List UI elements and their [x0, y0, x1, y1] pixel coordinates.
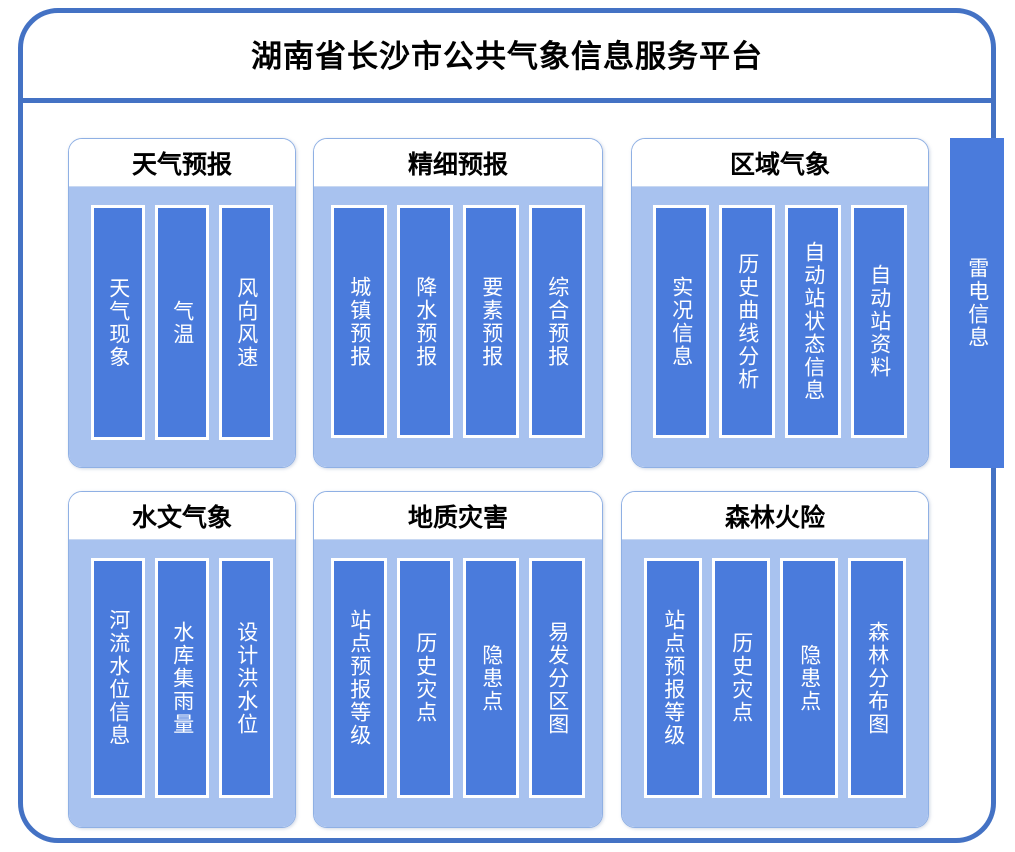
module-body-regional-meteorology: 实况信息 历史曲线分析 自动站状态信息 自动站资料	[632, 187, 928, 467]
module-item-comprehensive-forecast[interactable]: 综合预报	[529, 205, 585, 438]
module-item-auto-station-status[interactable]: 自动站状态信息	[785, 205, 841, 438]
module-body-fine-forecast: 城镇预报 降水预报 要素预报 综合预报	[314, 187, 602, 467]
page-title: 湖南省长沙市公共气象信息服务平台	[251, 38, 763, 74]
module-header-weather-forecast: 天气预报	[69, 139, 295, 187]
module-body-forest-fire-risk: 站点预报等级 历史灾点 隐患点 森林分布图	[622, 540, 928, 827]
module-item-forest-distribution-map[interactable]: 森林分布图	[848, 558, 906, 798]
module-title: 区域气象	[729, 150, 830, 179]
module-item-list: 站点预报等级 历史灾点 隐患点 森林分布图	[644, 540, 906, 798]
application-frame: 湖南省长沙市公共气象信息服务平台 天气预报 天气现象 气温 风向风速 精细预报	[18, 8, 1004, 843]
module-header-regional-meteorology: 区域气象	[632, 139, 928, 187]
module-item-river-water-level[interactable]: 河流水位信息	[91, 558, 145, 798]
module-body-weather-forecast: 天气现象 气温 风向风速	[69, 187, 295, 467]
platform-header: 湖南省长沙市公共气象信息服务平台	[18, 8, 996, 103]
module-title: 地质灾害	[407, 503, 508, 532]
module-item-list: 城镇预报 降水预报 要素预报 综合预报	[331, 187, 585, 438]
module-title: 水文气象	[131, 503, 232, 532]
module-item-reservoir-rainfall[interactable]: 水库集雨量	[155, 558, 209, 798]
module-item-town-forecast[interactable]: 城镇预报	[331, 205, 387, 438]
module-item-list: 实况信息 历史曲线分析 自动站状态信息 自动站资料	[653, 187, 907, 438]
module-panel-geological-disaster[interactable]: 地质灾害 站点预报等级 历史灾点 隐患点 易发分区图	[313, 491, 603, 828]
module-header-forest-fire-risk: 森林火险	[622, 492, 928, 540]
module-item-auto-station-data[interactable]: 自动站资料	[851, 205, 907, 438]
module-header-fine-forecast: 精细预报	[314, 139, 602, 187]
module-item-temperature[interactable]: 气温	[155, 205, 209, 440]
module-item-element-forecast[interactable]: 要素预报	[463, 205, 519, 438]
module-body-geological-disaster: 站点预报等级 历史灾点 隐患点 易发分区图	[314, 540, 602, 827]
module-header-geological-disaster: 地质灾害	[314, 492, 602, 540]
module-panel-weather-forecast[interactable]: 天气预报 天气现象 气温 风向风速	[68, 138, 296, 468]
module-item-historical-curve-analysis[interactable]: 历史曲线分析	[719, 205, 775, 438]
module-item-list: 河流水位信息 水库集雨量 设计洪水位	[91, 540, 273, 798]
module-item-precipitation-forecast[interactable]: 降水预报	[397, 205, 453, 438]
module-item-historical-disaster-points[interactable]: 历史灾点	[712, 558, 770, 798]
module-item-hazard-points[interactable]: 隐患点	[463, 558, 519, 798]
module-title: 精细预报	[407, 150, 508, 179]
module-item-list: 站点预报等级 历史灾点 隐患点 易发分区图	[331, 540, 585, 798]
module-item-weather-phenomenon[interactable]: 天气现象	[91, 205, 145, 440]
module-item-station-forecast-level[interactable]: 站点预报等级	[644, 558, 702, 798]
module-item-susceptibility-zoning-map[interactable]: 易发分区图	[529, 558, 585, 798]
module-item-station-forecast-level[interactable]: 站点预报等级	[331, 558, 387, 798]
module-panel-fine-forecast[interactable]: 精细预报 城镇预报 降水预报 要素预报 综合预报	[313, 138, 603, 468]
module-item-live-information[interactable]: 实况信息	[653, 205, 709, 438]
module-item-hazard-points[interactable]: 隐患点	[780, 558, 838, 798]
module-header-hydrological-meteorology: 水文气象	[69, 492, 295, 540]
module-panel-regional-meteorology[interactable]: 区域气象 实况信息 历史曲线分析 自动站状态信息 自动站资料	[631, 138, 929, 468]
module-item-historical-disaster-points[interactable]: 历史灾点	[397, 558, 453, 798]
module-panel-forest-fire-risk[interactable]: 森林火险 站点预报等级 历史灾点 隐患点 森林分布图	[621, 491, 929, 828]
module-body-hydrological-meteorology: 河流水位信息 水库集雨量 设计洪水位	[69, 540, 295, 827]
module-item-design-flood-level[interactable]: 设计洪水位	[219, 558, 273, 798]
module-title: 天气预报	[131, 150, 232, 179]
module-title: 森林火险	[724, 503, 825, 532]
module-item-wind-direction-speed[interactable]: 风向风速	[219, 205, 273, 440]
module-item-lightning-information[interactable]: 雷电信息	[950, 138, 1004, 468]
module-panel-hydrological-meteorology[interactable]: 水文气象 河流水位信息 水库集雨量 设计洪水位	[68, 491, 296, 828]
content-area: 天气预报 天气现象 气温 风向风速 精细预报 城镇预报 降水预报 要素预报	[23, 108, 1004, 843]
module-item-list: 天气现象 气温 风向风速	[91, 187, 273, 440]
